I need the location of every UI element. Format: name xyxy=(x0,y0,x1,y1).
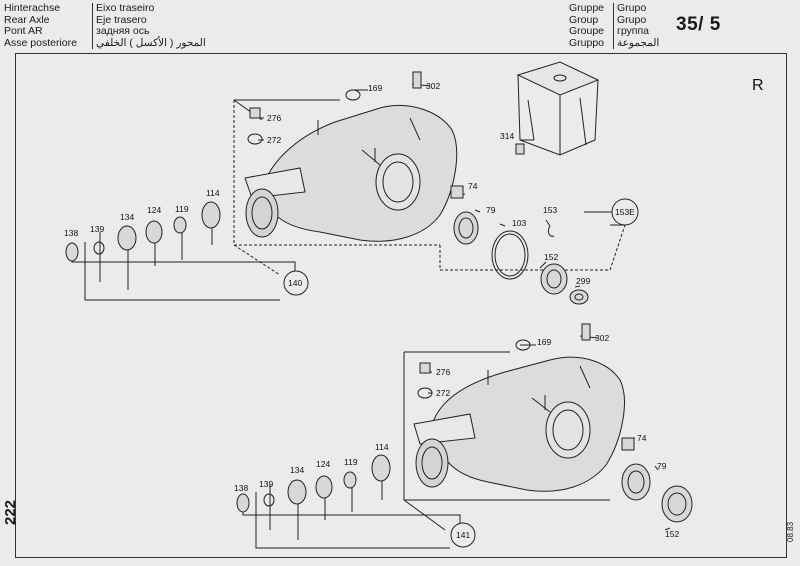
name-portuguese: Eixo traseiro xyxy=(96,2,155,14)
part-number: 302 xyxy=(426,81,440,91)
part-number: 169 xyxy=(537,337,551,347)
part-number: 272 xyxy=(267,135,281,145)
name-spanish: Eje trasero xyxy=(96,13,147,26)
part-number: 114 xyxy=(375,442,389,452)
name-german: Hinterachse xyxy=(4,2,61,14)
header-group-right: Grupo Grupo группа المجموعة xyxy=(617,2,660,49)
variant-label: R xyxy=(752,77,764,94)
group-label-german: Gruppe xyxy=(569,2,605,14)
name-english: Rear Axle xyxy=(4,13,50,26)
part-number: 74 xyxy=(637,433,647,443)
part-number: 79 xyxy=(657,461,667,471)
part-number: 169 xyxy=(368,83,382,93)
group-label-russian: группа xyxy=(617,25,650,38)
group-number: 35/ 5 xyxy=(676,14,721,35)
header: Hinterachse Rear Axle Pont AR Asse poste… xyxy=(0,0,800,52)
group-label-spanish: Grupo xyxy=(617,13,647,26)
part-number: 276 xyxy=(267,113,281,123)
part-number: 299 xyxy=(576,276,590,286)
part-labels-lower: 169 302 276 272 74 79 114 119 124 134 13… xyxy=(234,333,679,540)
part-number: 272 xyxy=(436,388,450,398)
group-label-arabic: المجموعة xyxy=(617,36,660,49)
header-divider xyxy=(613,3,614,49)
name-french: Pont AR xyxy=(4,25,43,38)
group-label-english: Group xyxy=(569,13,599,26)
upper-assembly xyxy=(65,61,639,305)
date-code: 08.83 xyxy=(786,521,795,542)
name-arabic: المحور ( الأكسل ) الخلفي xyxy=(96,36,206,49)
part-number-callout: 141 xyxy=(456,530,470,540)
part-number: 124 xyxy=(147,205,161,215)
part-number: 138 xyxy=(234,483,248,493)
name-russian: задняя ось xyxy=(96,25,150,38)
part-number: 138 xyxy=(64,228,78,238)
part-number: 314 xyxy=(500,131,514,141)
header-names-mid: Eixo traseiro Eje trasero задняя ось الم… xyxy=(96,2,206,49)
part-number-callout: 140 xyxy=(288,278,302,288)
group-label-italian: Gruppo xyxy=(569,36,605,49)
part-number: 114 xyxy=(206,188,220,198)
page-number: 222 xyxy=(2,499,19,525)
part-number: 119 xyxy=(344,457,358,467)
part-number: 79 xyxy=(486,205,496,215)
diagram-frame xyxy=(15,53,787,558)
part-labels-upper: 169 302 276 272 314 74 79 103 153 153E 1… xyxy=(64,81,635,288)
part-number: 139 xyxy=(259,479,273,489)
differential-housing xyxy=(431,356,625,492)
name-italian: Asse posteriore xyxy=(4,36,77,49)
header-names-left: Hinterachse Rear Axle Pont AR Asse poste… xyxy=(4,2,77,49)
part-number: 276 xyxy=(436,367,450,377)
group-label-french: Groupe xyxy=(569,25,605,38)
part-number: 134 xyxy=(120,212,134,222)
group-label-portuguese: Grupo xyxy=(617,2,647,14)
part-number: 74 xyxy=(468,181,478,191)
lower-assembly xyxy=(236,323,693,549)
part-number: 153 xyxy=(543,205,557,215)
part-number: 139 xyxy=(90,224,104,234)
part-number: 124 xyxy=(316,459,330,469)
part-number: 134 xyxy=(290,465,304,475)
part-number: 152 xyxy=(544,252,558,262)
part-number: 152 xyxy=(665,529,679,539)
part-number: 119 xyxy=(175,204,189,214)
part-number: 302 xyxy=(595,333,609,343)
part-number-callout: 153E xyxy=(615,207,635,217)
header-divider xyxy=(92,3,93,49)
part-number: 103 xyxy=(512,218,526,228)
header-group-left: Gruppe Group Groupe Gruppo xyxy=(569,2,605,49)
